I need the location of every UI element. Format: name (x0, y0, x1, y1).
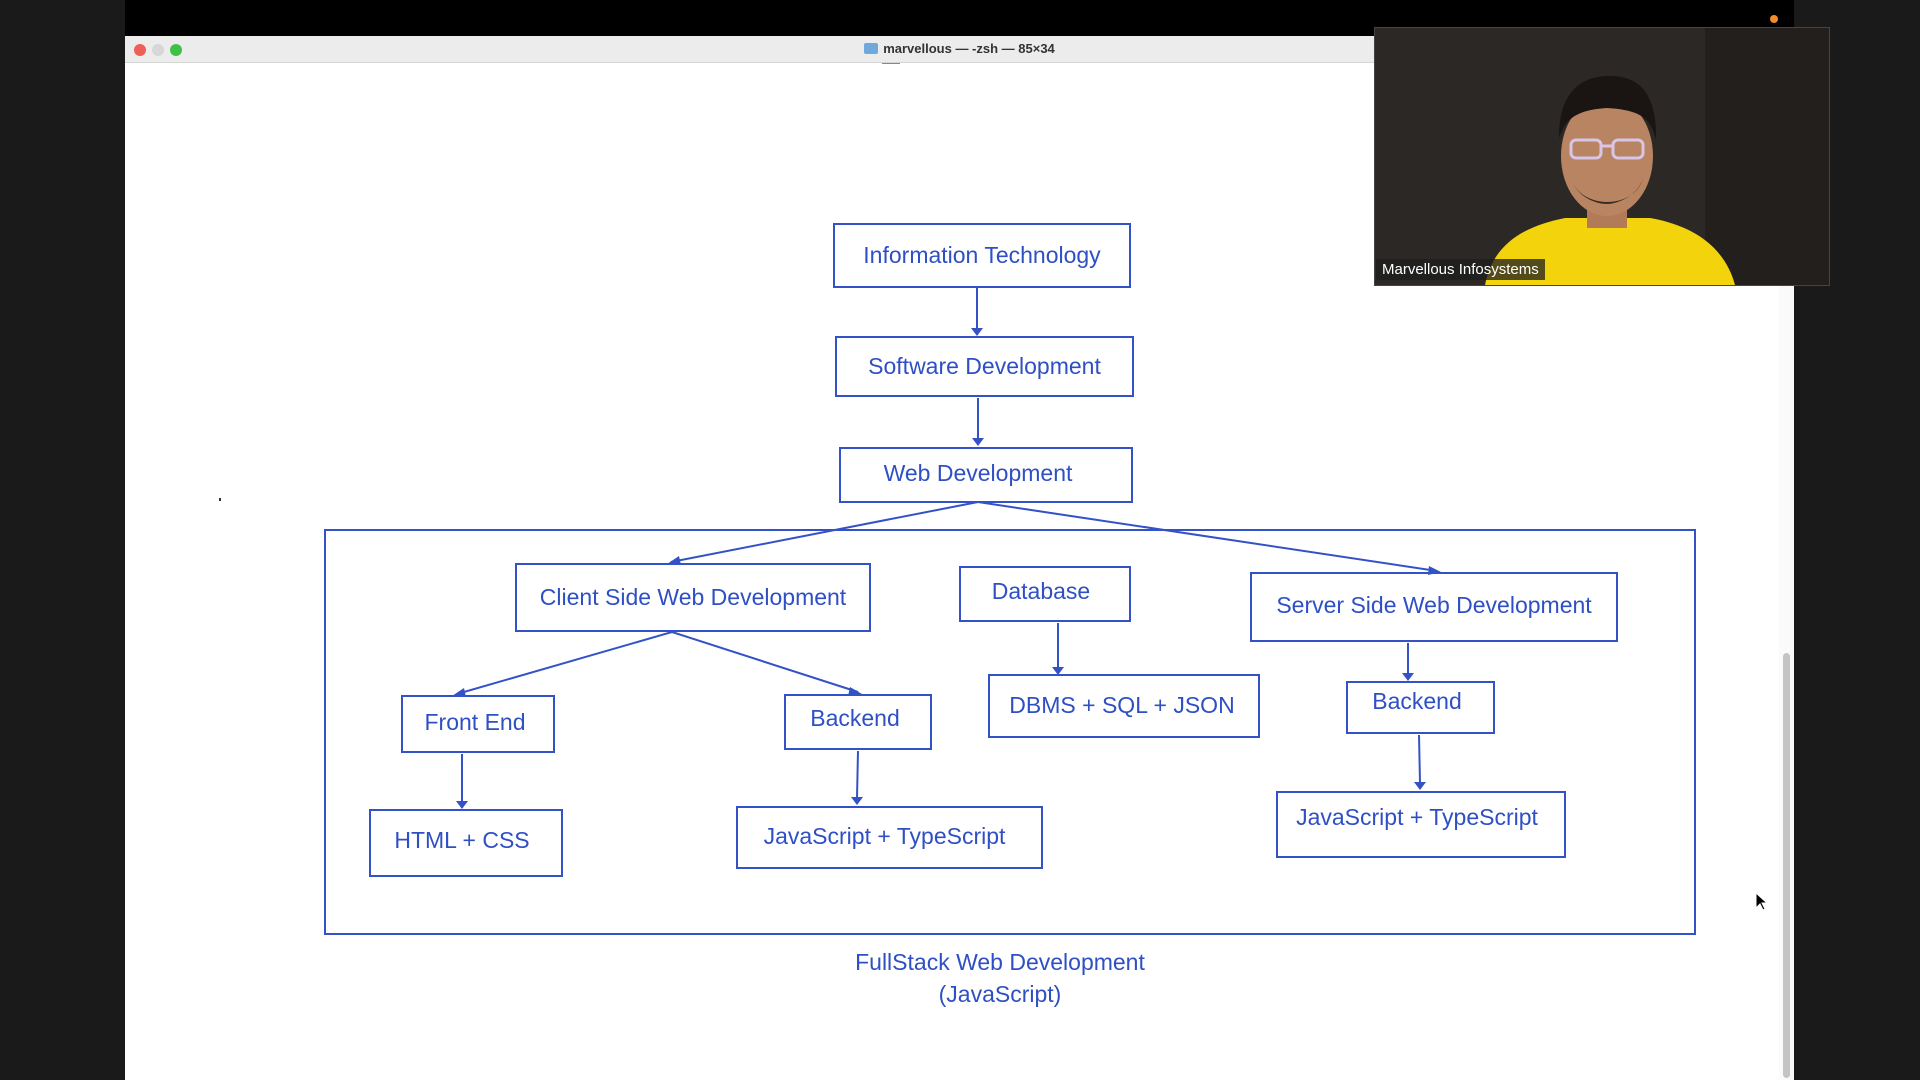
client-label: Client Side Web Development (539, 584, 847, 610)
caption-line-2: (JavaScript) (938, 981, 1062, 1007)
it-label: Information Technology (863, 242, 1101, 268)
fullstack-caption: FullStack Web Development (JavaScript) (850, 946, 1150, 1010)
arrowhead (456, 801, 468, 809)
it-box (833, 223, 1131, 288)
window-title-text: marvellous — -zsh — 85×34 (883, 41, 1055, 56)
backend-client-box (784, 694, 932, 750)
js-server-label: JavaScript + TypeScript (1296, 804, 1538, 830)
fullstack-frame (324, 529, 1696, 935)
diagram-canvas (324, 223, 1696, 935)
window-title: marvellous — -zsh — 85×34 (125, 41, 1794, 56)
connector-backend-js-client (856, 750, 859, 799)
js-server-box (1276, 791, 1566, 858)
arrowhead (972, 438, 984, 446)
dbms-box (988, 674, 1260, 738)
left-letterbox (0, 0, 125, 1080)
server-label: Server Side Web Development (1276, 592, 1592, 618)
participant-name: Marvellous Infosystems (1376, 259, 1545, 280)
web-label: Web Development (883, 460, 1073, 486)
minimize-window-button[interactable] (152, 44, 164, 56)
arrowhead (452, 688, 466, 697)
backend-client-label: Backend (810, 705, 900, 731)
html-box (369, 809, 563, 877)
participant-video-feed (1375, 28, 1829, 285)
html-label: HTML + CSS (394, 827, 530, 853)
close-window-button[interactable] (134, 44, 146, 56)
arrowhead (667, 556, 681, 565)
js-client-label: JavaScript + TypeScript (763, 823, 1006, 849)
arrowhead (1414, 782, 1426, 790)
arrowhead (971, 328, 983, 336)
stray-mark (219, 498, 221, 501)
arrowhead (848, 687, 862, 696)
arrowhead (1052, 667, 1064, 675)
connector-client-frontend (456, 631, 673, 695)
dbms-label: DBMS + SQL + JSON (1009, 692, 1235, 718)
backend-server-label: Backend (1372, 688, 1462, 714)
frontend-box (401, 695, 555, 753)
vertical-scrollbar-track[interactable] (1779, 62, 1794, 1080)
web-box (839, 447, 1133, 503)
connector-web-server (977, 501, 1438, 572)
participant-video-tile[interactable]: Marvellous Infosystems (1374, 27, 1830, 286)
backend-server-box (1346, 681, 1495, 734)
js-client-box (736, 806, 1043, 869)
arrowhead (851, 797, 863, 805)
mouse-cursor-icon (1755, 892, 1769, 911)
software-label: Software Development (868, 353, 1101, 379)
client-box (515, 563, 871, 632)
frontend-label: Front End (424, 709, 526, 735)
zoom-window-button[interactable] (170, 44, 182, 56)
software-box (835, 336, 1134, 397)
caption-line-1: FullStack Web Development (855, 949, 1145, 975)
database-label: Database (991, 578, 1091, 604)
folder-icon (864, 43, 879, 54)
arrowhead (1402, 673, 1414, 681)
database-box (959, 566, 1131, 622)
vertical-scrollbar-thumb[interactable] (1783, 653, 1790, 1078)
title-divider (882, 63, 900, 64)
connector-client-backend (671, 631, 859, 693)
recording-indicator-icon (1770, 15, 1778, 23)
connector-web-client (670, 501, 979, 563)
arrowhead (1428, 566, 1441, 575)
connector-backend-js-server (1418, 734, 1421, 784)
